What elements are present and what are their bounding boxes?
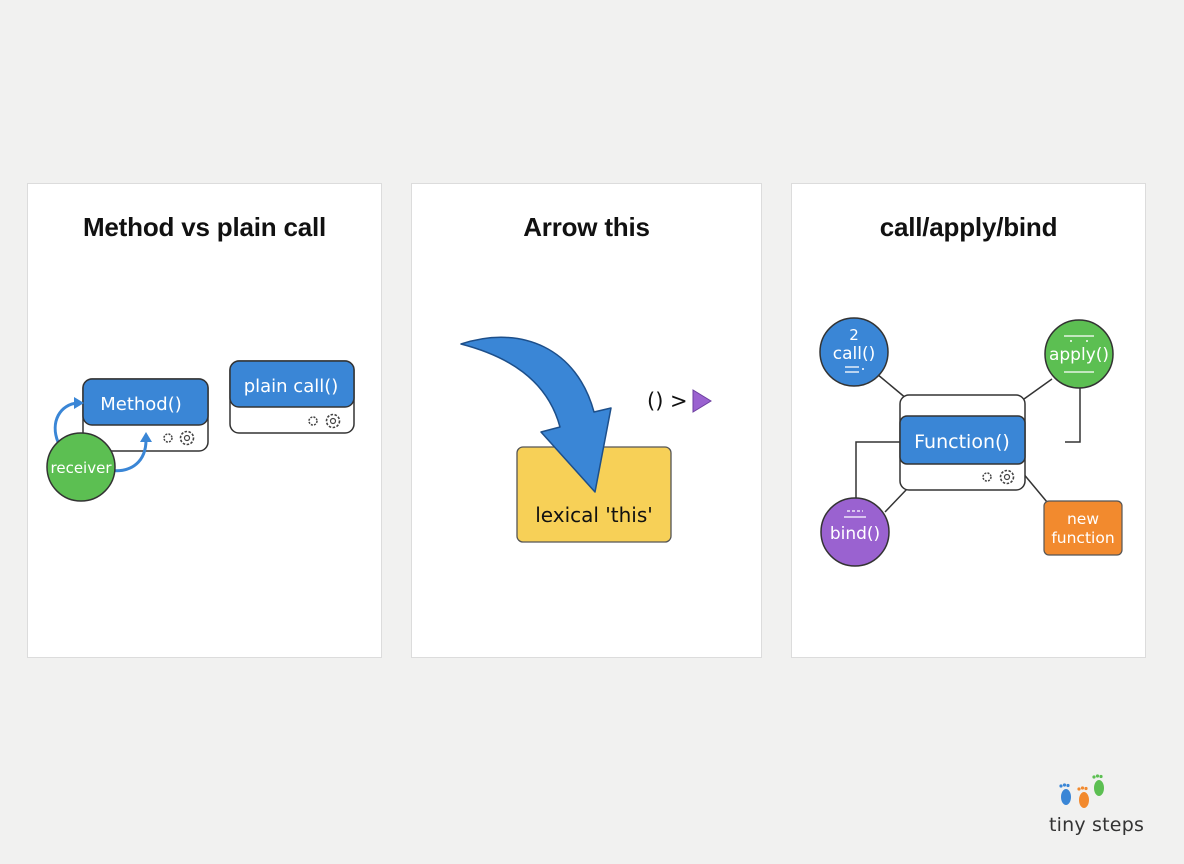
bind-node: bind() bbox=[820, 497, 890, 567]
apply-label: apply() bbox=[1049, 345, 1109, 365]
arrow-diagram: lexical 'this' () > bbox=[460, 336, 712, 543]
call-apply-bind-diagram: Function() 2 call() apply() bbox=[819, 317, 1123, 567]
call-number: 2 bbox=[849, 326, 859, 344]
panel-title: call/apply/bind bbox=[879, 212, 1058, 242]
plain-call-card: plain call() bbox=[229, 360, 355, 434]
play-triangle-icon bbox=[692, 389, 712, 413]
arrow-syntax-label: () > bbox=[647, 389, 688, 413]
receiver-node: receiver bbox=[46, 432, 116, 502]
panel-arrow-this: Arrow this lexical 'this' () > bbox=[411, 183, 762, 658]
new-function-line2: function bbox=[1051, 529, 1114, 547]
lexical-this-box: lexical 'this' bbox=[516, 446, 672, 543]
arrow-icon bbox=[460, 336, 612, 493]
method-label: Method() bbox=[100, 394, 182, 415]
new-function-box: new function bbox=[1043, 500, 1123, 556]
panel-call-apply-bind: call/apply/bind Function() 2 call() bbox=[791, 183, 1146, 658]
call-node: 2 call() bbox=[819, 317, 889, 387]
connector-lines bbox=[855, 373, 1081, 513]
receiver-label: receiver bbox=[51, 459, 113, 477]
lexical-this-label: lexical 'this' bbox=[535, 503, 653, 527]
apply-node: apply() bbox=[1044, 319, 1114, 389]
function-card: Function() bbox=[899, 394, 1026, 491]
footprints-icon bbox=[1059, 774, 1104, 808]
method-card: Method() bbox=[82, 378, 209, 452]
brand-logo: tiny steps bbox=[1040, 770, 1160, 840]
gear-icon bbox=[163, 430, 195, 446]
bind-label: bind() bbox=[830, 524, 880, 544]
panel-method-vs-plain-call: Method vs plain call Method() plain call… bbox=[27, 183, 382, 658]
call-label: call() bbox=[833, 344, 875, 364]
new-function-line1: new bbox=[1067, 510, 1099, 528]
gear-icon bbox=[982, 469, 1015, 485]
panel-title: Method vs plain call bbox=[82, 212, 327, 242]
function-label: Function() bbox=[914, 431, 1010, 453]
method-diagram: Method() plain call() bbox=[46, 360, 355, 502]
plain-call-label: plain call() bbox=[244, 376, 339, 397]
brand-text: tiny steps bbox=[1049, 814, 1145, 836]
panel-title: Arrow this bbox=[523, 212, 650, 242]
gear-icon bbox=[308, 413, 341, 429]
